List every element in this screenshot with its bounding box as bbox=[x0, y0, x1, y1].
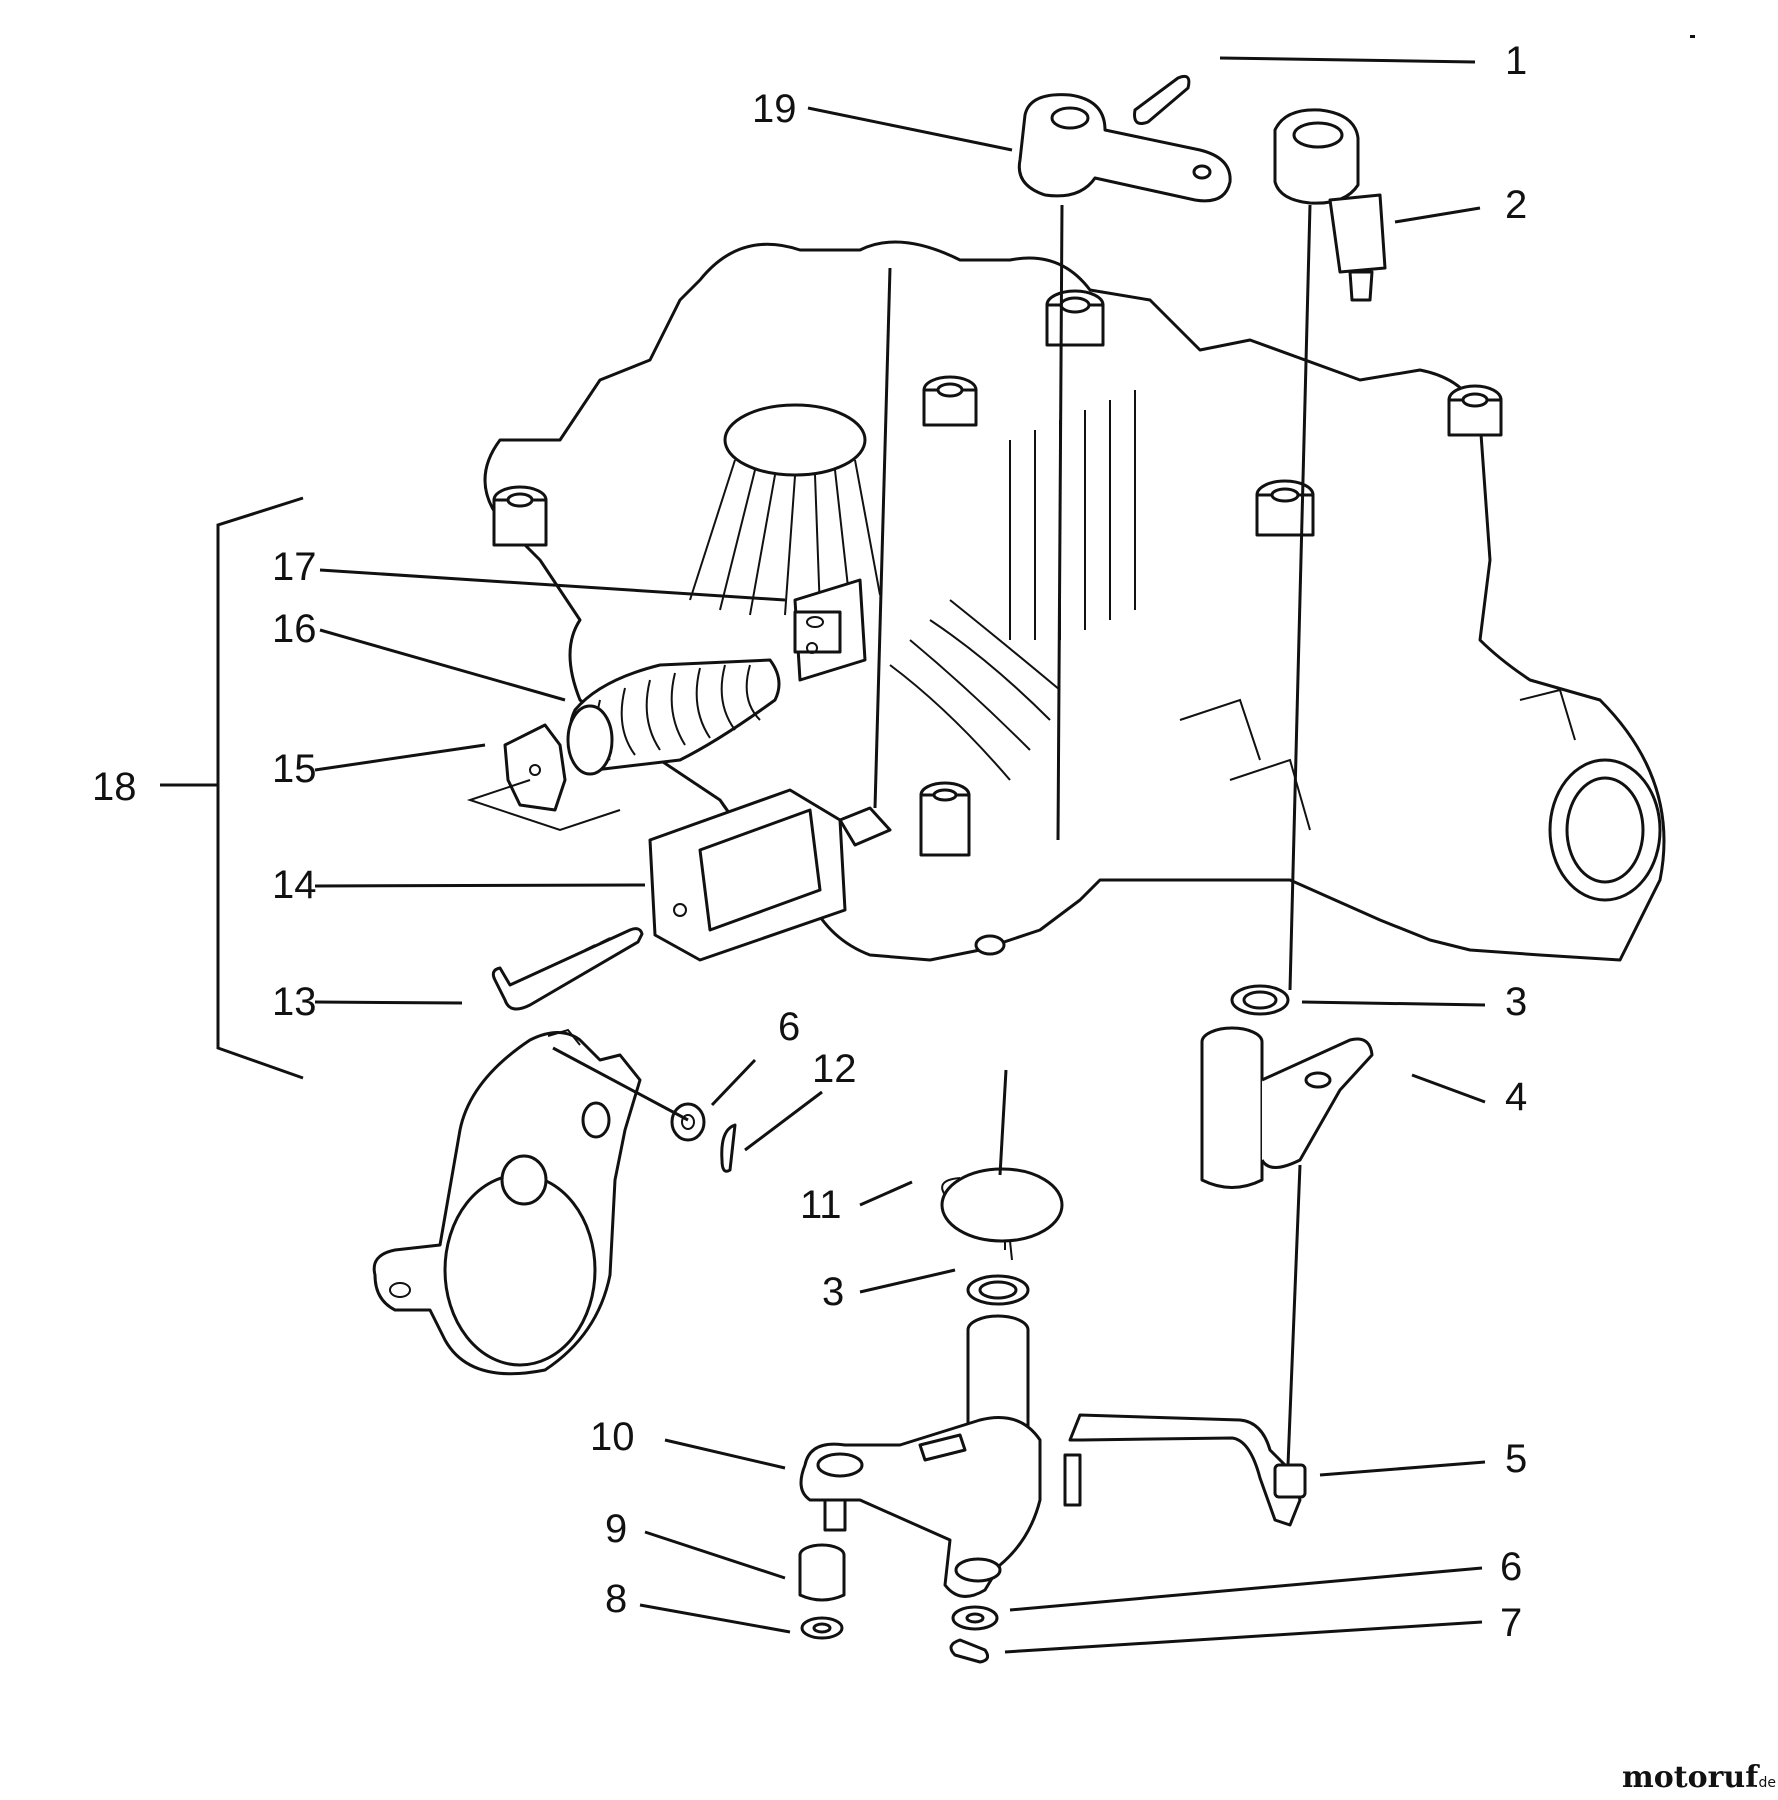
part-10-control-plate-shaft bbox=[799, 1314, 1042, 1598]
callout-5: 5 bbox=[1505, 1437, 1527, 1481]
part-5-link-rod bbox=[1063, 1413, 1307, 1527]
callout-3-upper: 3 bbox=[1505, 980, 1527, 1024]
callout-6-lower: 6 bbox=[1500, 1545, 1522, 1589]
callout-3-lower: 3 bbox=[822, 1270, 844, 1314]
corner-mark bbox=[1690, 35, 1695, 38]
part-11-seal-ring bbox=[940, 1167, 1064, 1261]
callout-numbers: 1 2 3 4 5 6 7 8 9 10 11 12 13 14 15 16 1… bbox=[92, 39, 1527, 1645]
callout-8: 8 bbox=[605, 1577, 627, 1621]
callout-18: 18 bbox=[92, 765, 137, 809]
callout-11: 11 bbox=[800, 1183, 842, 1227]
callout-9: 9 bbox=[605, 1507, 627, 1551]
part-16-spring bbox=[566, 658, 781, 776]
callout-10: 10 bbox=[590, 1415, 635, 1459]
part-3-washer-lower bbox=[966, 1274, 1030, 1306]
callout-13: 13 bbox=[272, 980, 317, 1024]
callout-7: 7 bbox=[1500, 1601, 1522, 1645]
part-14-spring-housing bbox=[648, 267, 892, 962]
callout-12: 12 bbox=[812, 1047, 857, 1091]
callout-14: 14 bbox=[272, 863, 317, 907]
part-6-washer-upper bbox=[670, 1102, 706, 1142]
callout-17: 17 bbox=[272, 545, 317, 589]
part-4-shaft-lever bbox=[1200, 1026, 1374, 1466]
part-6-washer-lower bbox=[951, 1605, 999, 1631]
callout-leaders bbox=[160, 56, 1486, 1654]
callout-15: 15 bbox=[272, 747, 317, 791]
watermark-brand: motoruf bbox=[1622, 1760, 1760, 1795]
part-3-washer-upper bbox=[1230, 984, 1290, 1016]
part-13-rod bbox=[491, 927, 644, 1011]
callout-6-upper: 6 bbox=[778, 1005, 800, 1049]
part-12-pin bbox=[720, 1123, 737, 1173]
part-8-e-clip bbox=[800, 1616, 844, 1640]
part-9-spacer bbox=[798, 1543, 846, 1602]
watermark-suffix: .de bbox=[1754, 1775, 1776, 1791]
callout-4: 4 bbox=[1505, 1075, 1527, 1119]
part-7-cotter-pin bbox=[949, 1638, 990, 1664]
callout-2: 2 bbox=[1505, 183, 1527, 227]
bracket-cover bbox=[372, 1028, 642, 1376]
watermark-logo: motoruf .de bbox=[1622, 1760, 1776, 1795]
part-1-pin bbox=[1133, 74, 1191, 125]
callout-16: 16 bbox=[272, 607, 317, 651]
part-2-collar-bolt bbox=[1273, 108, 1387, 991]
part-19-control-arm bbox=[1017, 93, 1232, 841]
callout-19: 19 bbox=[752, 87, 797, 131]
part-15-cam-plate bbox=[466, 723, 621, 832]
part-17-block bbox=[793, 578, 867, 682]
callout-1: 1 bbox=[1505, 39, 1527, 83]
